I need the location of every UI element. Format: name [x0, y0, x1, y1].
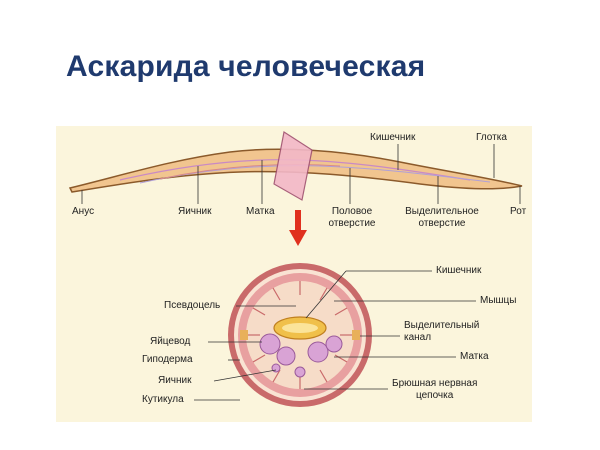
- label-uterus-top: Матка: [246, 206, 275, 217]
- cross-section: [228, 263, 372, 407]
- label-oviduct: Яйцевод: [150, 336, 191, 347]
- label-genital-opening: Половое отверстие: [328, 206, 376, 229]
- label-intestine-top: Кишечник: [370, 132, 416, 143]
- slide-title: Аскарида человеческая: [66, 50, 426, 83]
- label-nerve-cord: Брюшная нервная цепочка: [392, 378, 478, 401]
- label-muscles: Мышцы: [480, 295, 517, 306]
- label-excretory-canal: Выделительный канал: [404, 320, 480, 343]
- label-uterus-section: Матка: [460, 351, 489, 362]
- section-plane: [273, 131, 313, 201]
- section-leader-lines: [194, 270, 476, 401]
- label-ovary-top: Яичник: [178, 206, 212, 217]
- label-mouth: Рот: [510, 206, 527, 217]
- label-anus: Анус: [72, 206, 95, 217]
- label-intestine-section: Кишечник: [436, 265, 482, 276]
- label-pseudocoel: Псевдоцель: [164, 300, 221, 311]
- label-excretory-opening: Выделительное отверстие: [405, 206, 479, 229]
- label-hypodermis: Гиподерма: [142, 354, 193, 365]
- label-ovary-section: Яичник: [158, 375, 192, 386]
- muscle-cells: [246, 281, 354, 389]
- top-leader-lines: [81, 144, 521, 204]
- label-pharynx: Глотка: [476, 132, 507, 143]
- down-arrow-icon: [289, 210, 307, 246]
- label-cuticle: Кутикула: [142, 394, 184, 405]
